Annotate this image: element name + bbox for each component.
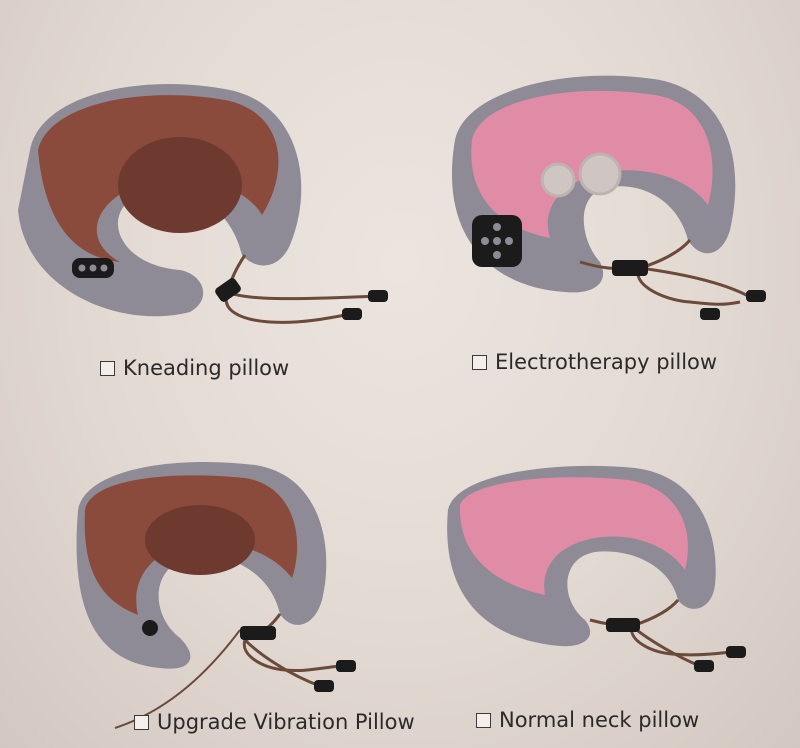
- option-electrotherapy-pillow[interactable]: Electrotherapy pillow: [472, 350, 717, 374]
- product-normal: Normal neck pillow: [400, 400, 800, 748]
- product-vibration: Upgrade Vibration Pillow: [0, 400, 415, 748]
- electrotherapy-pillow-icon: [451, 75, 766, 320]
- product-kneading: Kneading pillow: [0, 0, 400, 400]
- option-label: Kneading pillow: [123, 356, 290, 380]
- checkbox-icon[interactable]: [476, 712, 491, 728]
- checkbox-icon[interactable]: [134, 714, 149, 730]
- product-electrotherapy: Electrotherapy pillow: [400, 0, 800, 400]
- option-label: Electrotherapy pillow: [495, 350, 718, 374]
- option-kneading-pillow[interactable]: Kneading pillow: [100, 356, 289, 380]
- option-normal-neck-pillow[interactable]: Normal neck pillow: [476, 708, 699, 732]
- option-label: Upgrade Vibration Pillow: [157, 710, 415, 734]
- normal-neck-pillow-icon: [447, 465, 746, 672]
- checkbox-icon[interactable]: [100, 360, 115, 376]
- option-upgrade-vibration-pillow[interactable]: Upgrade Vibration Pillow: [134, 710, 415, 734]
- checkbox-icon[interactable]: [472, 354, 487, 370]
- option-label: Normal neck pillow: [499, 708, 700, 732]
- kneading-pillow-icon: [18, 83, 388, 324]
- vibration-pillow-icon: [76, 462, 356, 729]
